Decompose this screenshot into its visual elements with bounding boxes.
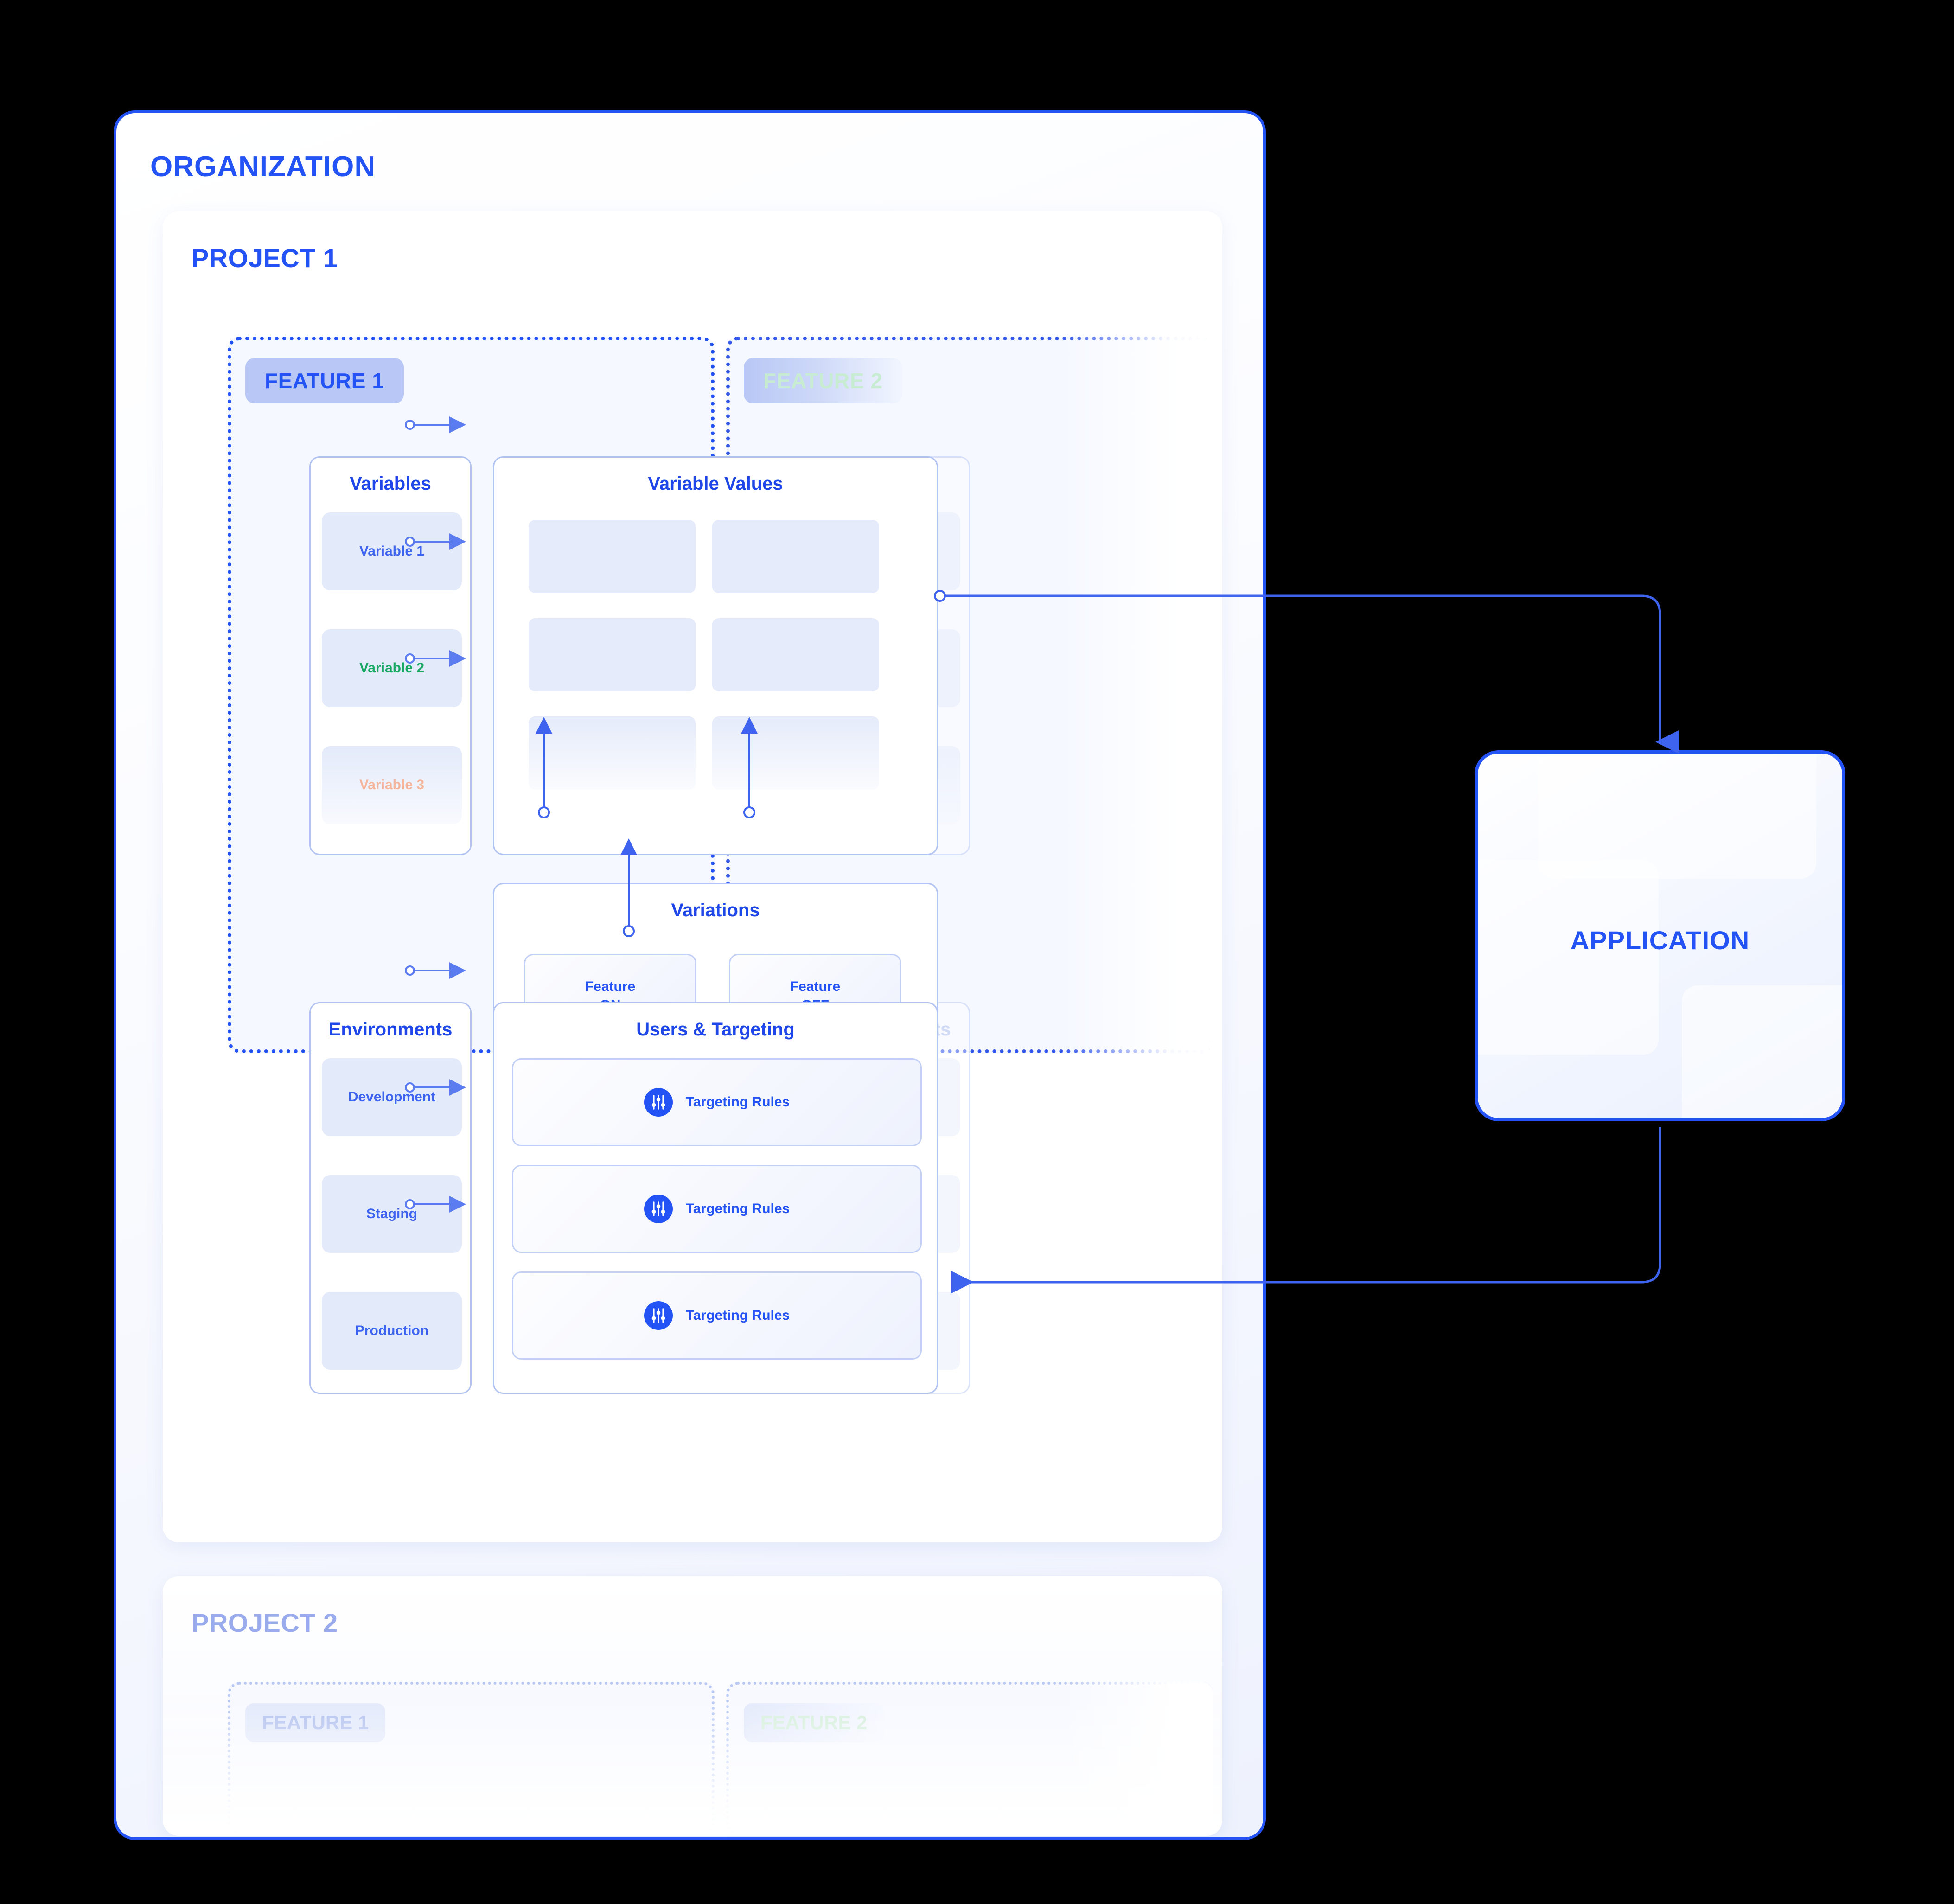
targeting-rule-label: Targeting Rules <box>685 1094 790 1110</box>
application-decoration <box>1682 985 1842 1118</box>
variable-value-cell[interactable] <box>529 520 696 593</box>
project-2-feature-2-box[interactable]: FEATURE 2 <box>726 1682 1213 1835</box>
feature-1-badge[interactable]: FEATURE 1 <box>245 358 404 403</box>
variable-value-cell[interactable] <box>529 618 696 691</box>
variable-label: Variable 2 <box>359 660 425 676</box>
environment-label: Production <box>355 1323 429 1338</box>
project-2-title: PROJECT 2 <box>192 1608 338 1637</box>
application-decoration <box>1538 754 1816 879</box>
variable-chip-1[interactable]: Variable 1 <box>322 512 462 590</box>
targeting-rule-label: Targeting Rules <box>685 1308 790 1323</box>
environments-panel-title: Environments <box>328 1019 453 1040</box>
environment-chip-staging[interactable]: Staging <box>322 1175 462 1253</box>
application-decoration <box>1478 860 1659 1055</box>
organization-card: ORGANIZATION PROJECT 1 FEATURE 2 Variabl… <box>114 110 1266 1840</box>
users-and-targeting-panel: Users & Targeting <box>493 1002 938 1394</box>
project-2-feature-2-badge[interactable]: FEATURE 2 <box>744 1703 884 1742</box>
sliders-icon <box>644 1088 673 1117</box>
feature-1-box[interactable]: FEATURE 1 Variables Variable 1 Variable … <box>228 337 938 1394</box>
application-card[interactable]: APPLICATION <box>1475 750 1845 1121</box>
targeting-rule-row[interactable]: Targeting Rules <box>512 1165 922 1253</box>
variables-panel-title: Variables <box>350 473 431 494</box>
feature-2-fade-overlay <box>1060 337 1213 1053</box>
project-2-feature-2-fade-overlay <box>1060 1682 1213 1835</box>
variables-panel: Variables Variable 1 Variable 2 Variable… <box>309 456 472 855</box>
variation-line-1: Feature <box>790 979 841 995</box>
environment-chip-production[interactable]: Production <box>322 1292 462 1370</box>
variable-chip-3[interactable]: Variable 3 <box>322 746 462 824</box>
variable-label: Variable 3 <box>359 777 425 792</box>
sliders-icon <box>644 1195 673 1223</box>
application-title: APPLICATION <box>1570 926 1750 955</box>
variable-values-title: Variable Values <box>648 473 783 494</box>
targeting-rule-row[interactable]: Targeting Rules <box>512 1271 922 1360</box>
users-and-targeting-title: Users & Targeting <box>636 1019 795 1040</box>
environments-panel: Environments Development Staging Product… <box>309 1002 472 1394</box>
variable-value-cell[interactable] <box>529 716 696 790</box>
environment-chip-development[interactable]: Development <box>322 1058 462 1136</box>
environment-label: Staging <box>366 1206 417 1221</box>
variable-value-cell[interactable] <box>712 520 879 593</box>
sliders-icon <box>644 1301 673 1330</box>
targeting-rule-row[interactable]: Targeting Rules <box>512 1058 922 1146</box>
project-2-feature-1-badge[interactable]: FEATURE 1 <box>245 1703 386 1742</box>
feature-2-badge[interactable]: FEATURE 2 <box>744 358 902 403</box>
project-2-feature-1-box[interactable]: FEATURE 1 <box>228 1682 715 1835</box>
project-1-title: PROJECT 1 <box>192 243 338 273</box>
targeting-rule-label: Targeting Rules <box>685 1201 790 1216</box>
variable-value-cell[interactable] <box>712 716 879 790</box>
organization-title: ORGANIZATION <box>150 151 376 183</box>
variable-value-cell[interactable] <box>712 618 879 691</box>
variation-line-1: Feature <box>585 979 636 995</box>
variable-chip-2[interactable]: Variable 2 <box>322 629 462 707</box>
project-1-card: PROJECT 1 FEATURE 2 Variables Variable 1… <box>163 211 1222 1542</box>
variable-label: Variable 1 <box>359 543 425 559</box>
environment-label: Development <box>348 1089 436 1105</box>
variable-values-panel: Variable Values <box>493 456 938 855</box>
project-2-card: PROJECT 2 FEATURE 1 FEATURE 2 <box>163 1576 1222 1836</box>
variations-panel-title: Variations <box>671 900 760 920</box>
